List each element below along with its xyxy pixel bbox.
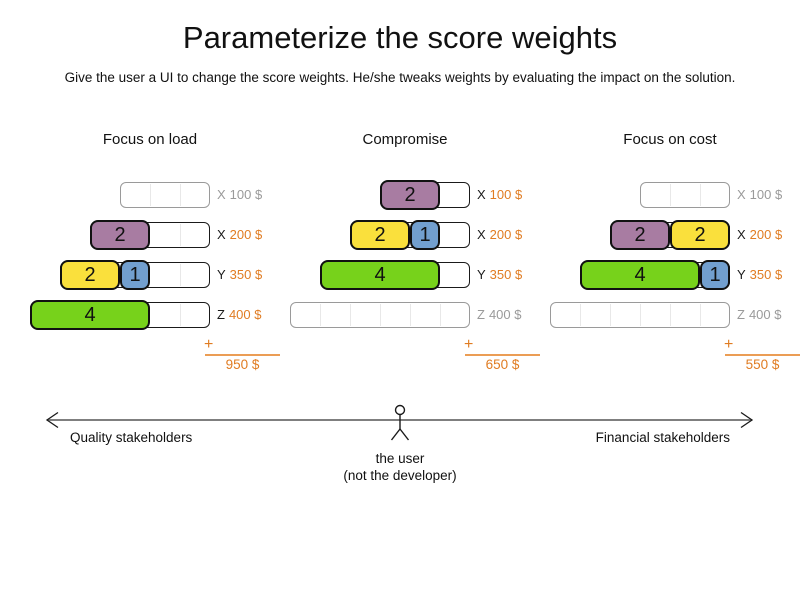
cell-divider — [320, 304, 321, 326]
arrow-left-icon — [45, 411, 59, 429]
row-letter: X — [217, 227, 226, 242]
row-letter: Y — [477, 267, 486, 282]
row-cost: 200 $ — [229, 227, 263, 242]
sum-total: 550 $ — [745, 357, 780, 372]
cell-divider — [640, 304, 641, 326]
weight-block: 1 — [410, 220, 440, 250]
weight-block: 4 — [320, 260, 440, 290]
row-cost: 350 $ — [229, 267, 263, 282]
weight-block: 2 — [380, 180, 440, 210]
cell-divider — [180, 264, 181, 286]
cell-divider — [180, 304, 181, 326]
sum-line — [725, 354, 800, 356]
cell-divider — [700, 304, 701, 326]
sum-total: 650 $ — [485, 357, 520, 372]
row-cost: 100 $ — [229, 187, 263, 202]
weight-block: 2 — [610, 220, 670, 250]
row-letter: Y — [737, 267, 746, 282]
row-letter: X — [477, 227, 486, 242]
sum-plus: + — [724, 336, 734, 353]
cell-divider — [670, 304, 671, 326]
cell-divider — [350, 304, 351, 326]
weight-block: 4 — [30, 300, 150, 330]
quality-stakeholders-label: Quality stakeholders — [70, 430, 193, 445]
score-row-box — [640, 182, 730, 208]
sum-line — [465, 354, 540, 356]
scenario-title: Focus on cost — [623, 131, 717, 148]
score-row-box — [550, 302, 730, 328]
cell-divider — [380, 304, 381, 326]
user-stick-figure-icon — [390, 404, 410, 441]
slide-subtitle: Give the user a UI to change the score w… — [64, 70, 736, 85]
row-letter: Y — [217, 267, 226, 282]
weight-block: 2 — [90, 220, 150, 250]
weight-block: 2 — [350, 220, 410, 250]
cell-divider — [700, 184, 701, 206]
row-letter: Z — [477, 307, 485, 322]
cell-divider — [410, 304, 411, 326]
weight-block: 1 — [700, 260, 730, 290]
scenario-title: Compromise — [362, 131, 448, 148]
weight-block: 2 — [670, 220, 730, 250]
slide-title: Parameterize the score weights — [182, 20, 618, 55]
row-letter: X — [217, 187, 226, 202]
weight-block: 2 — [60, 260, 120, 290]
stakeholder-axis — [45, 404, 754, 441]
row-letter: Z — [737, 307, 745, 322]
sum-total: 950 $ — [225, 357, 260, 372]
row-cost: 400 $ — [228, 307, 262, 322]
row-letter: X — [737, 187, 746, 202]
financial-stakeholders-label: Financial stakeholders — [595, 430, 730, 445]
score-row-box — [120, 182, 210, 208]
cell-divider — [670, 184, 671, 206]
score-row-box — [290, 302, 470, 328]
cell-divider — [150, 184, 151, 206]
scenario-title: Focus on load — [102, 131, 198, 148]
row-cost: 400 $ — [748, 307, 782, 322]
weight-block: 1 — [120, 260, 150, 290]
sum-plus: + — [204, 336, 214, 353]
sum-line — [205, 354, 280, 356]
cell-divider — [180, 224, 181, 246]
user-caption-line1: the user — [375, 451, 425, 466]
cell-divider — [180, 184, 181, 206]
row-letter: X — [737, 227, 746, 242]
row-letter: X — [477, 187, 486, 202]
row-cost: 400 $ — [488, 307, 522, 322]
row-cost: 200 $ — [749, 227, 783, 242]
row-letter: Z — [217, 307, 225, 322]
cell-divider — [580, 304, 581, 326]
weight-block: 4 — [580, 260, 700, 290]
user-caption-line2: (not the developer) — [343, 468, 457, 483]
row-cost: 350 $ — [489, 267, 523, 282]
row-cost: 200 $ — [489, 227, 523, 242]
row-cost: 100 $ — [749, 187, 783, 202]
row-cost: 350 $ — [749, 267, 783, 282]
cell-divider — [610, 304, 611, 326]
sum-plus: + — [464, 336, 474, 353]
cell-divider — [440, 304, 441, 326]
arrow-right-icon — [740, 411, 754, 429]
row-cost: 100 $ — [489, 187, 523, 202]
